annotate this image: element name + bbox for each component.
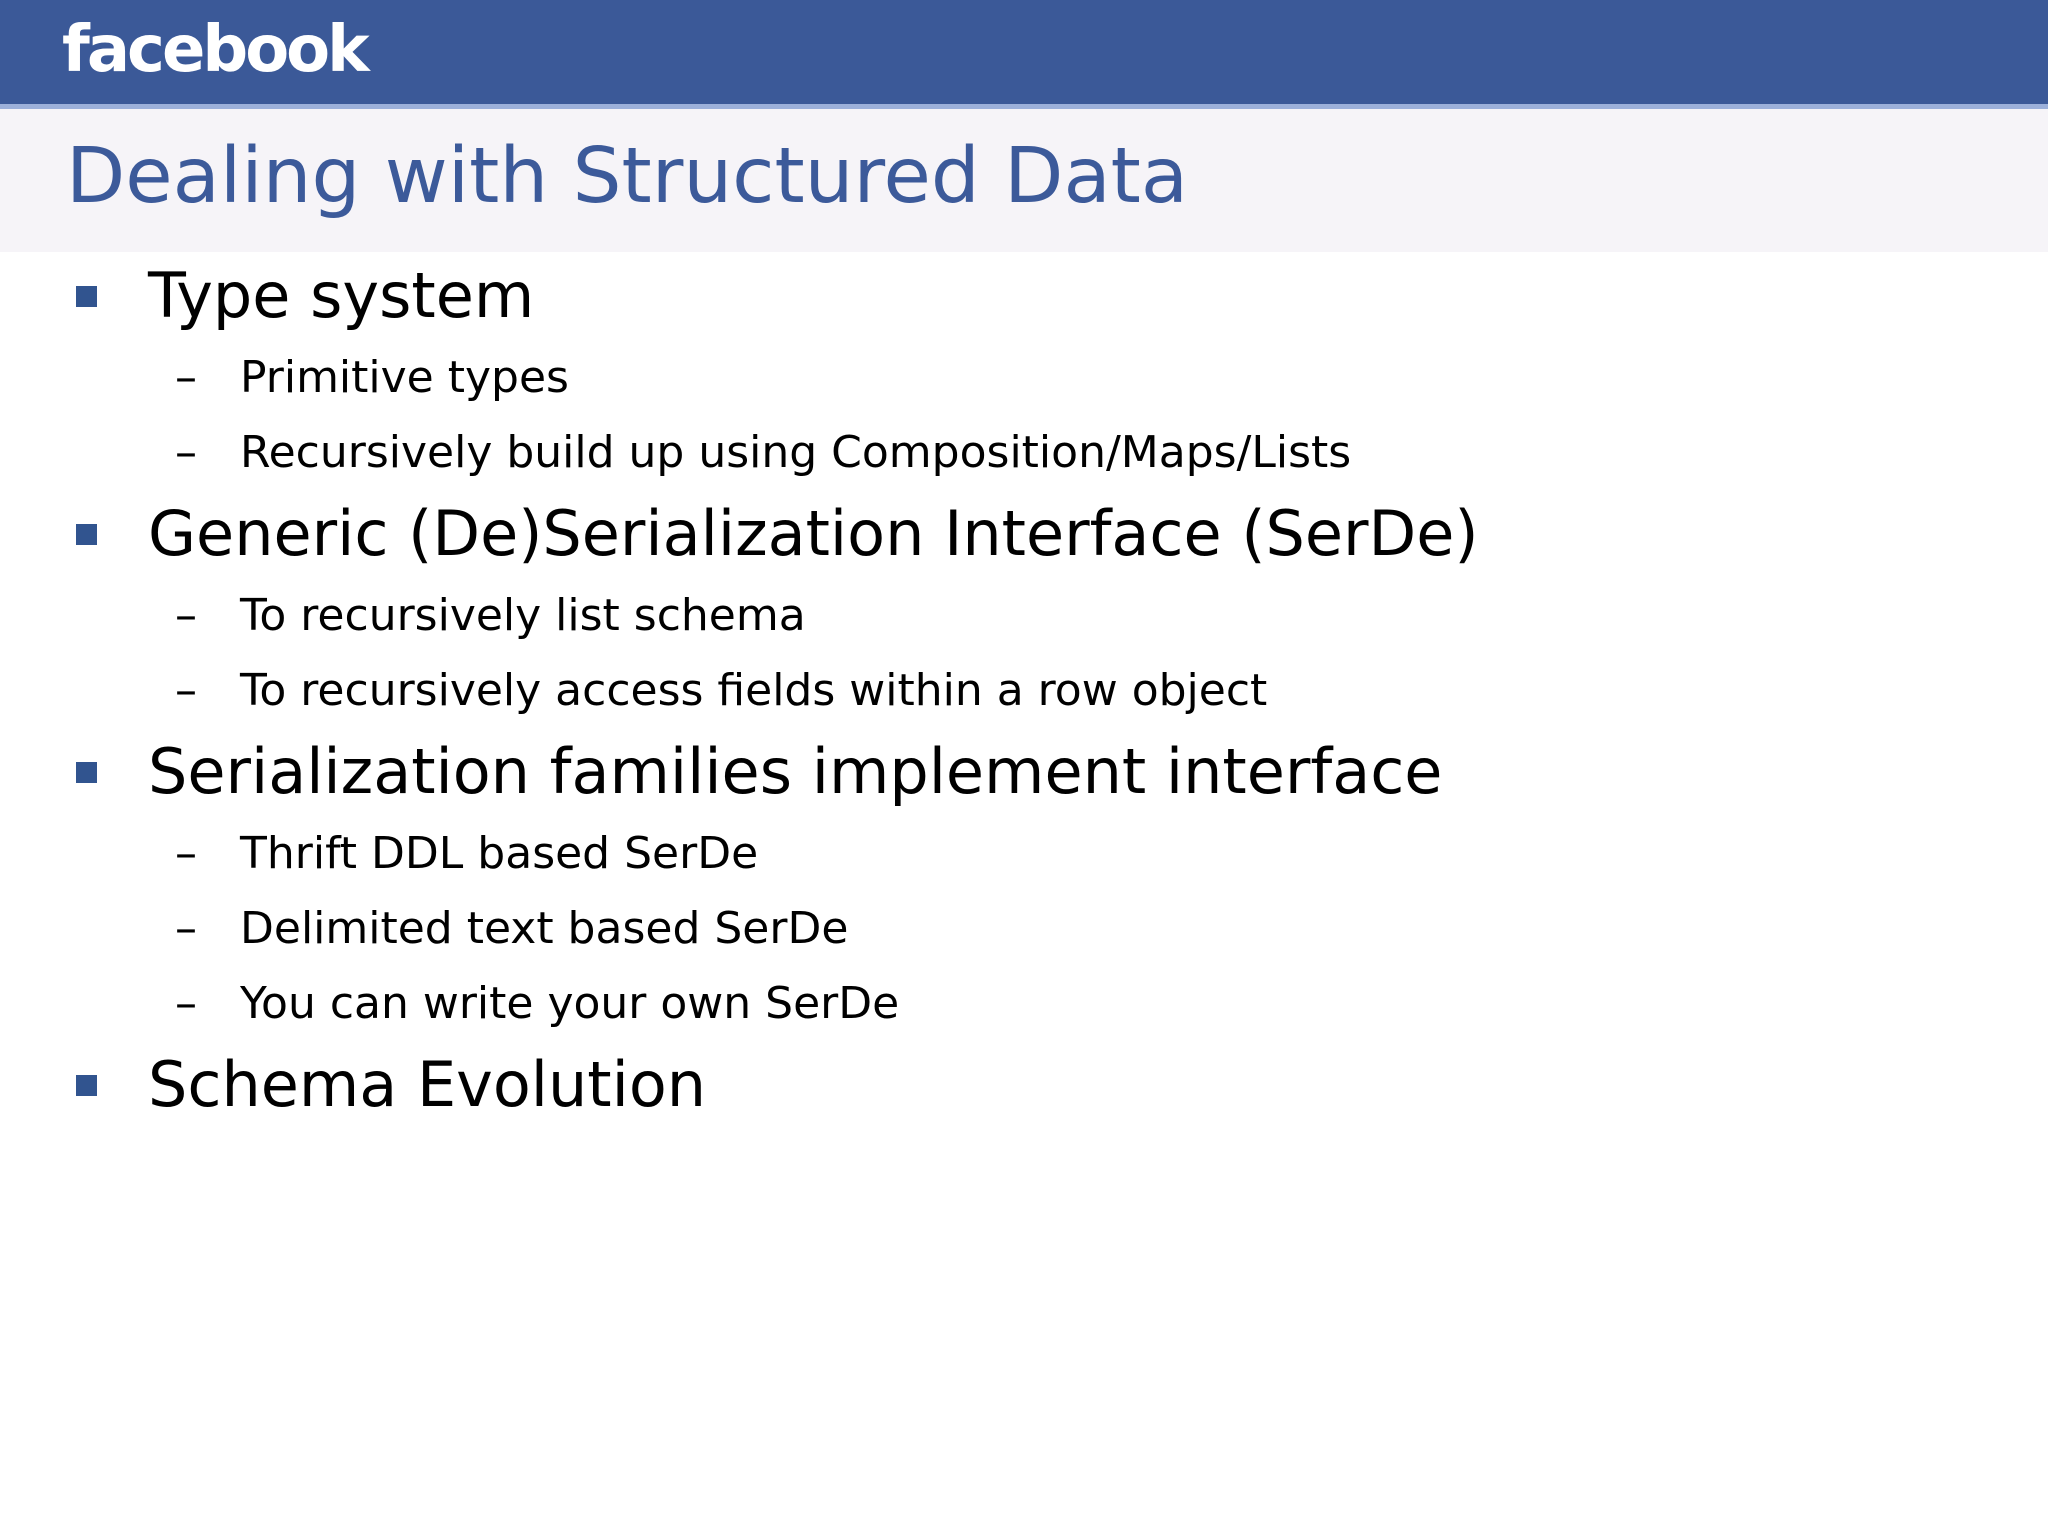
bullet-sublist: –Thrift DDL based SerDe–Delimited text b… xyxy=(0,816,2048,1041)
bullet-sublist-container: –Primitive types–Recursively build up us… xyxy=(0,340,2048,490)
bullet-level1-label: Serialization families implement interfa… xyxy=(148,735,1443,808)
bullet-level2: –To recursively access fields within a r… xyxy=(0,653,2048,728)
bullet-sublist-container: –To recursively list schema–To recursive… xyxy=(0,578,2048,728)
header-underline-rule xyxy=(0,104,2048,109)
bullet-level1-label: Type system xyxy=(148,259,535,332)
title-band: Dealing with Structured Data xyxy=(0,109,2048,252)
bullet-level2: –You can write your own SerDe xyxy=(0,966,2048,1041)
bullet-level1-label: Generic (De)Serialization Interface (Ser… xyxy=(148,497,1479,570)
bullet-sublist: –Primitive types–Recursively build up us… xyxy=(0,340,2048,490)
bullet-level2: –To recursively list schema xyxy=(0,578,2048,653)
bullet-level1: Schema Evolution xyxy=(0,1041,2048,1129)
bullet-level2: –Delimited text based SerDe xyxy=(0,891,2048,966)
bullet-level2: –Recursively build up using Composition/… xyxy=(0,415,2048,490)
bullet-level2-label: To recursively list schema xyxy=(240,590,806,641)
bullet-level1: Serialization families implement interfa… xyxy=(0,728,2048,816)
bullet-level1: Generic (De)Serialization Interface (Ser… xyxy=(0,490,2048,578)
bullet-level2-label: To recursively access fields within a ro… xyxy=(240,665,1268,716)
bullet-level2-label: You can write your own SerDe xyxy=(240,978,900,1029)
bullet-level2-label: Primitive types xyxy=(240,352,569,403)
facebook-logo: facebook xyxy=(62,13,370,87)
bullet-level1: Type system xyxy=(0,252,2048,340)
bullet-level1-label: Schema Evolution xyxy=(148,1048,707,1121)
square-bullet-icon xyxy=(76,1075,97,1096)
dash-bullet-icon: – xyxy=(175,903,197,954)
slide-body: Type system–Primitive types–Recursively … xyxy=(0,252,2048,1536)
bullet-level2-label: Recursively build up using Composition/M… xyxy=(240,427,1352,478)
dash-bullet-icon: – xyxy=(175,665,197,716)
brand-header-bar: facebook xyxy=(0,0,2048,104)
bullet-level2-label: Delimited text based SerDe xyxy=(240,903,849,954)
square-bullet-icon xyxy=(76,524,97,545)
dash-bullet-icon: – xyxy=(175,828,197,879)
bullet-sublist: –To recursively list schema–To recursive… xyxy=(0,578,2048,728)
bullet-list: Type system–Primitive types–Recursively … xyxy=(0,252,2048,1129)
square-bullet-icon xyxy=(76,286,97,307)
dash-bullet-icon: – xyxy=(175,427,197,478)
bullet-level2: –Primitive types xyxy=(0,340,2048,415)
dash-bullet-icon: – xyxy=(175,590,197,641)
bullet-level2: –Thrift DDL based SerDe xyxy=(0,816,2048,891)
dash-bullet-icon: – xyxy=(175,978,197,1029)
bullet-level2-label: Thrift DDL based SerDe xyxy=(240,828,759,879)
dash-bullet-icon: – xyxy=(175,352,197,403)
square-bullet-icon xyxy=(76,762,97,783)
bullet-sublist-container: –Thrift DDL based SerDe–Delimited text b… xyxy=(0,816,2048,1041)
page-title: Dealing with Structured Data xyxy=(66,132,1189,221)
